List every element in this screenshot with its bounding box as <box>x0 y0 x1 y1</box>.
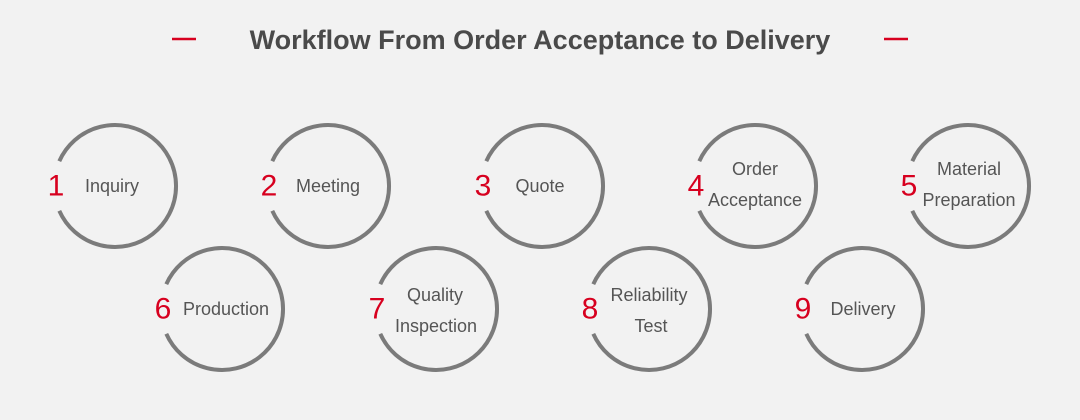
step-6-number: 6 <box>155 293 172 326</box>
step-8-label-line-2: Test <box>634 316 667 336</box>
step-9: 9 Delivery <box>795 246 926 372</box>
step-6: 6 Production <box>155 246 286 372</box>
step-5: 5 Material Preparation <box>901 123 1032 249</box>
step-1-label: Inquiry <box>85 176 139 196</box>
step-9-ring <box>804 246 926 372</box>
step-4-label-line-2: Acceptance <box>708 190 802 210</box>
step-3-ring <box>484 123 606 249</box>
step-4-number: 4 <box>688 170 705 203</box>
step-4: 4 Order Acceptance <box>688 123 819 249</box>
step-6-ring <box>164 246 286 372</box>
step-5-label-line-2: Preparation <box>922 190 1015 210</box>
step-9-number: 9 <box>795 293 812 326</box>
step-7-number: 7 <box>369 293 386 326</box>
step-1-number: 1 <box>48 170 65 203</box>
step-5-number: 5 <box>901 170 918 203</box>
step-1: 1 Inquiry <box>48 123 179 249</box>
step-7-label-line-1: Quality <box>407 285 463 305</box>
step-2: 2 Meeting <box>261 123 392 249</box>
step-4-ring <box>697 123 819 249</box>
step-8: 8 Reliability Test <box>582 246 713 372</box>
step-6-label: Production <box>183 299 269 319</box>
step-5-label-line-1: Material <box>937 159 1001 179</box>
step-2-number: 2 <box>261 170 278 203</box>
step-2-label: Meeting <box>296 176 360 196</box>
step-3-label: Quote <box>515 176 564 196</box>
page-title: Workflow From Order Acceptance to Delive… <box>250 25 831 55</box>
step-3-number: 3 <box>475 170 492 203</box>
step-7: 7 Quality Inspection <box>369 246 500 372</box>
step-9-label: Delivery <box>830 299 895 319</box>
step-8-label-line-1: Reliability <box>610 285 687 305</box>
step-7-label-line-2: Inspection <box>395 316 477 336</box>
step-4-label-line-1: Order <box>732 159 778 179</box>
step-1-ring <box>57 123 179 249</box>
step-2-ring <box>270 123 392 249</box>
step-8-number: 8 <box>582 293 599 326</box>
step-3: 3 Quote <box>475 123 606 249</box>
step-8-ring <box>591 246 713 372</box>
step-7-ring <box>378 246 500 372</box>
step-5-ring <box>910 123 1032 249</box>
